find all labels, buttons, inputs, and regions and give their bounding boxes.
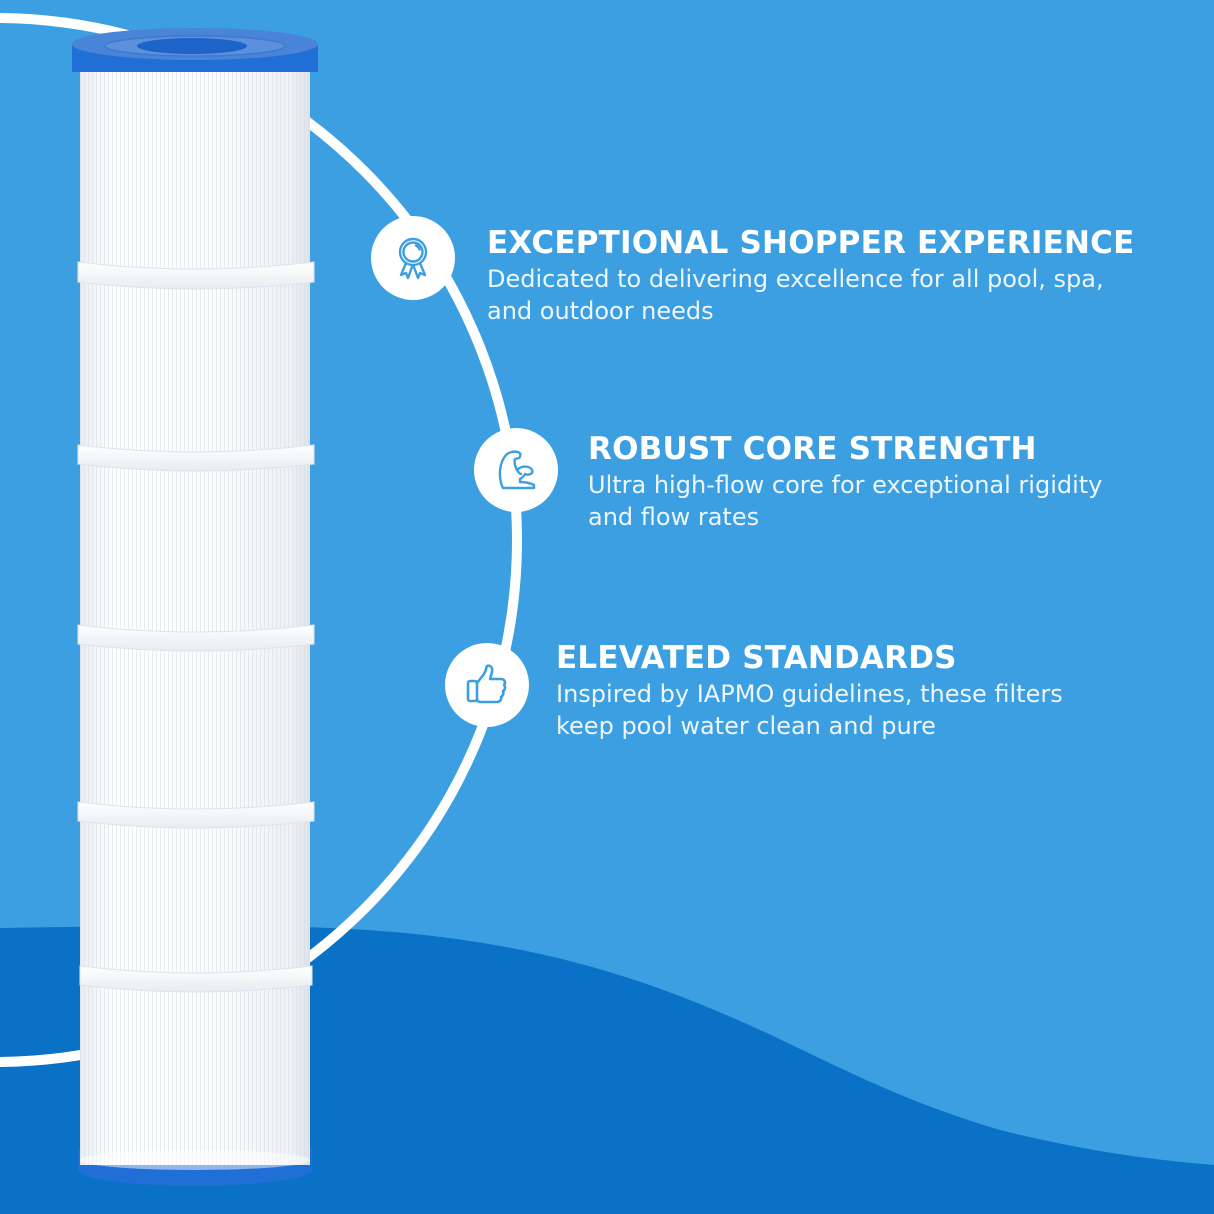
feature-desc-line2: and outdoor needs [487,297,714,325]
feature-title: ELEVATED STANDARDS [556,640,957,676]
award-ribbon-icon [398,237,428,280]
filter-cartridge [72,28,318,1186]
connector-arc [0,13,522,1067]
strength-badge [474,428,558,512]
standards-badge [445,643,529,727]
award-badge [371,216,455,300]
feature-desc-line1: Ultra high-flow core for exceptional rig… [588,471,1103,499]
flexed-bicep-icon [498,450,536,490]
feature-elevated-standards: ELEVATED STANDARDS Inspired by IAPMO gui… [556,640,1063,742]
feature-desc-line2: keep pool water clean and pure [556,712,936,740]
feature-shopper-experience: EXCEPTIONAL SHOPPER EXPERIENCE Dedicated… [487,225,1134,327]
feature-title: ROBUST CORE STRENGTH [588,431,1037,467]
feature-title: EXCEPTIONAL SHOPPER EXPERIENCE [487,225,1135,261]
feature-desc-line1: Inspired by IAPMO guidelines, these filt… [556,680,1063,708]
feature-desc-line1: Dedicated to delivering excellence for a… [487,265,1104,293]
thumbs-up-icon [466,664,507,704]
feature-desc-line2: and flow rates [588,503,760,531]
feature-core-strength: ROBUST CORE STRENGTH Ultra high-flow cor… [588,431,1102,533]
